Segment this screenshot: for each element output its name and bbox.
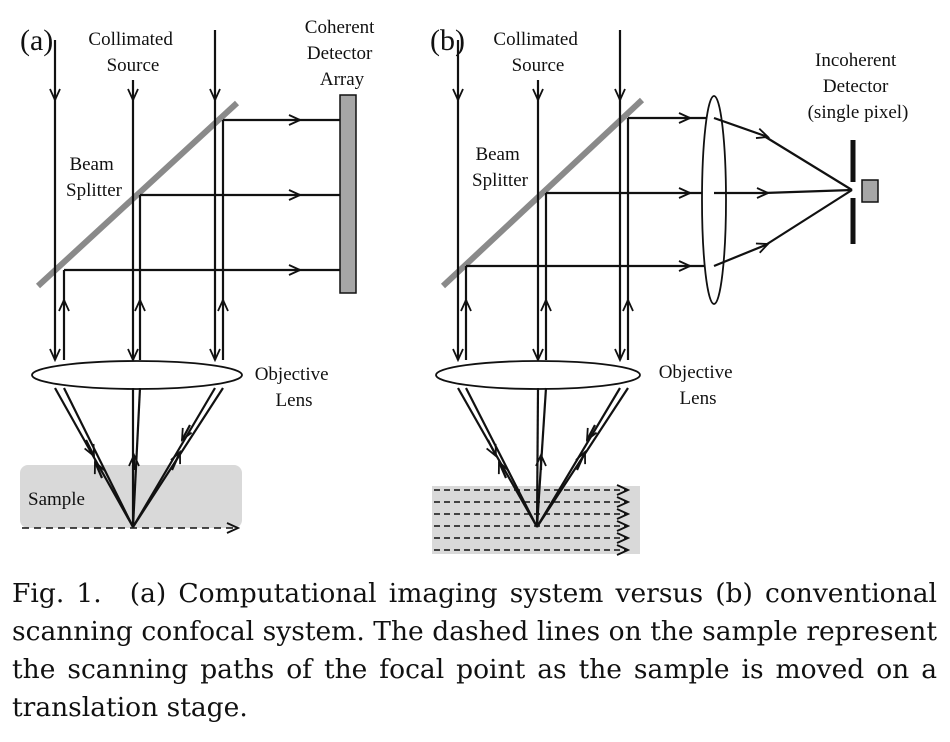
converging-beams	[713, 116, 853, 268]
panel-a: (a) Collimated Source Coherent Detector …	[20, 17, 379, 528]
panel-b: (b) Collimated Source Incoherent Detecto…	[430, 24, 908, 554]
panel-a-source-label: Collimated Source	[88, 29, 177, 76]
objective-lens	[435, 360, 641, 390]
panel-b-lens-label: Objective Lens	[659, 362, 738, 409]
panel-b-detector-label: Incoherent Detector (single pixel)	[808, 50, 909, 123]
panel-a-splitter-label: Beam Splitter	[66, 154, 123, 201]
source-beams	[55, 30, 215, 360]
panel-b-label: (b)	[430, 24, 465, 57]
figure-caption: Fig. 1. (a) Computational imaging system…	[12, 575, 937, 727]
source-beams	[458, 30, 620, 360]
condenser-lens	[701, 95, 727, 305]
incoherent-detector	[861, 179, 879, 203]
panel-a-lens-label: Objective Lens	[255, 364, 334, 411]
panel-a-detector-label: Coherent Detector Array	[305, 17, 379, 90]
objective-lens	[31, 360, 243, 390]
beam-splitter	[35, 100, 240, 289]
return-beams	[466, 118, 628, 360]
beam-splitter	[440, 97, 645, 289]
focus-cone	[457, 387, 629, 528]
focus-cone	[54, 387, 224, 528]
panel-b-source-label: Collimated Source	[493, 29, 582, 76]
return-beams	[64, 120, 223, 360]
caption-number: Fig. 1.	[12, 578, 102, 609]
sample-label: Sample	[28, 489, 85, 510]
reflected-beams	[466, 118, 714, 266]
scan-paths	[434, 490, 628, 550]
sample-block	[20, 465, 242, 528]
coherent-detector-array	[339, 94, 357, 294]
reflected-beams	[64, 120, 340, 270]
caption-text: (a) Computational imaging system versus …	[12, 578, 937, 723]
panel-b-splitter-label: Beam Splitter	[472, 144, 529, 191]
panel-a-label: (a)	[20, 24, 53, 57]
